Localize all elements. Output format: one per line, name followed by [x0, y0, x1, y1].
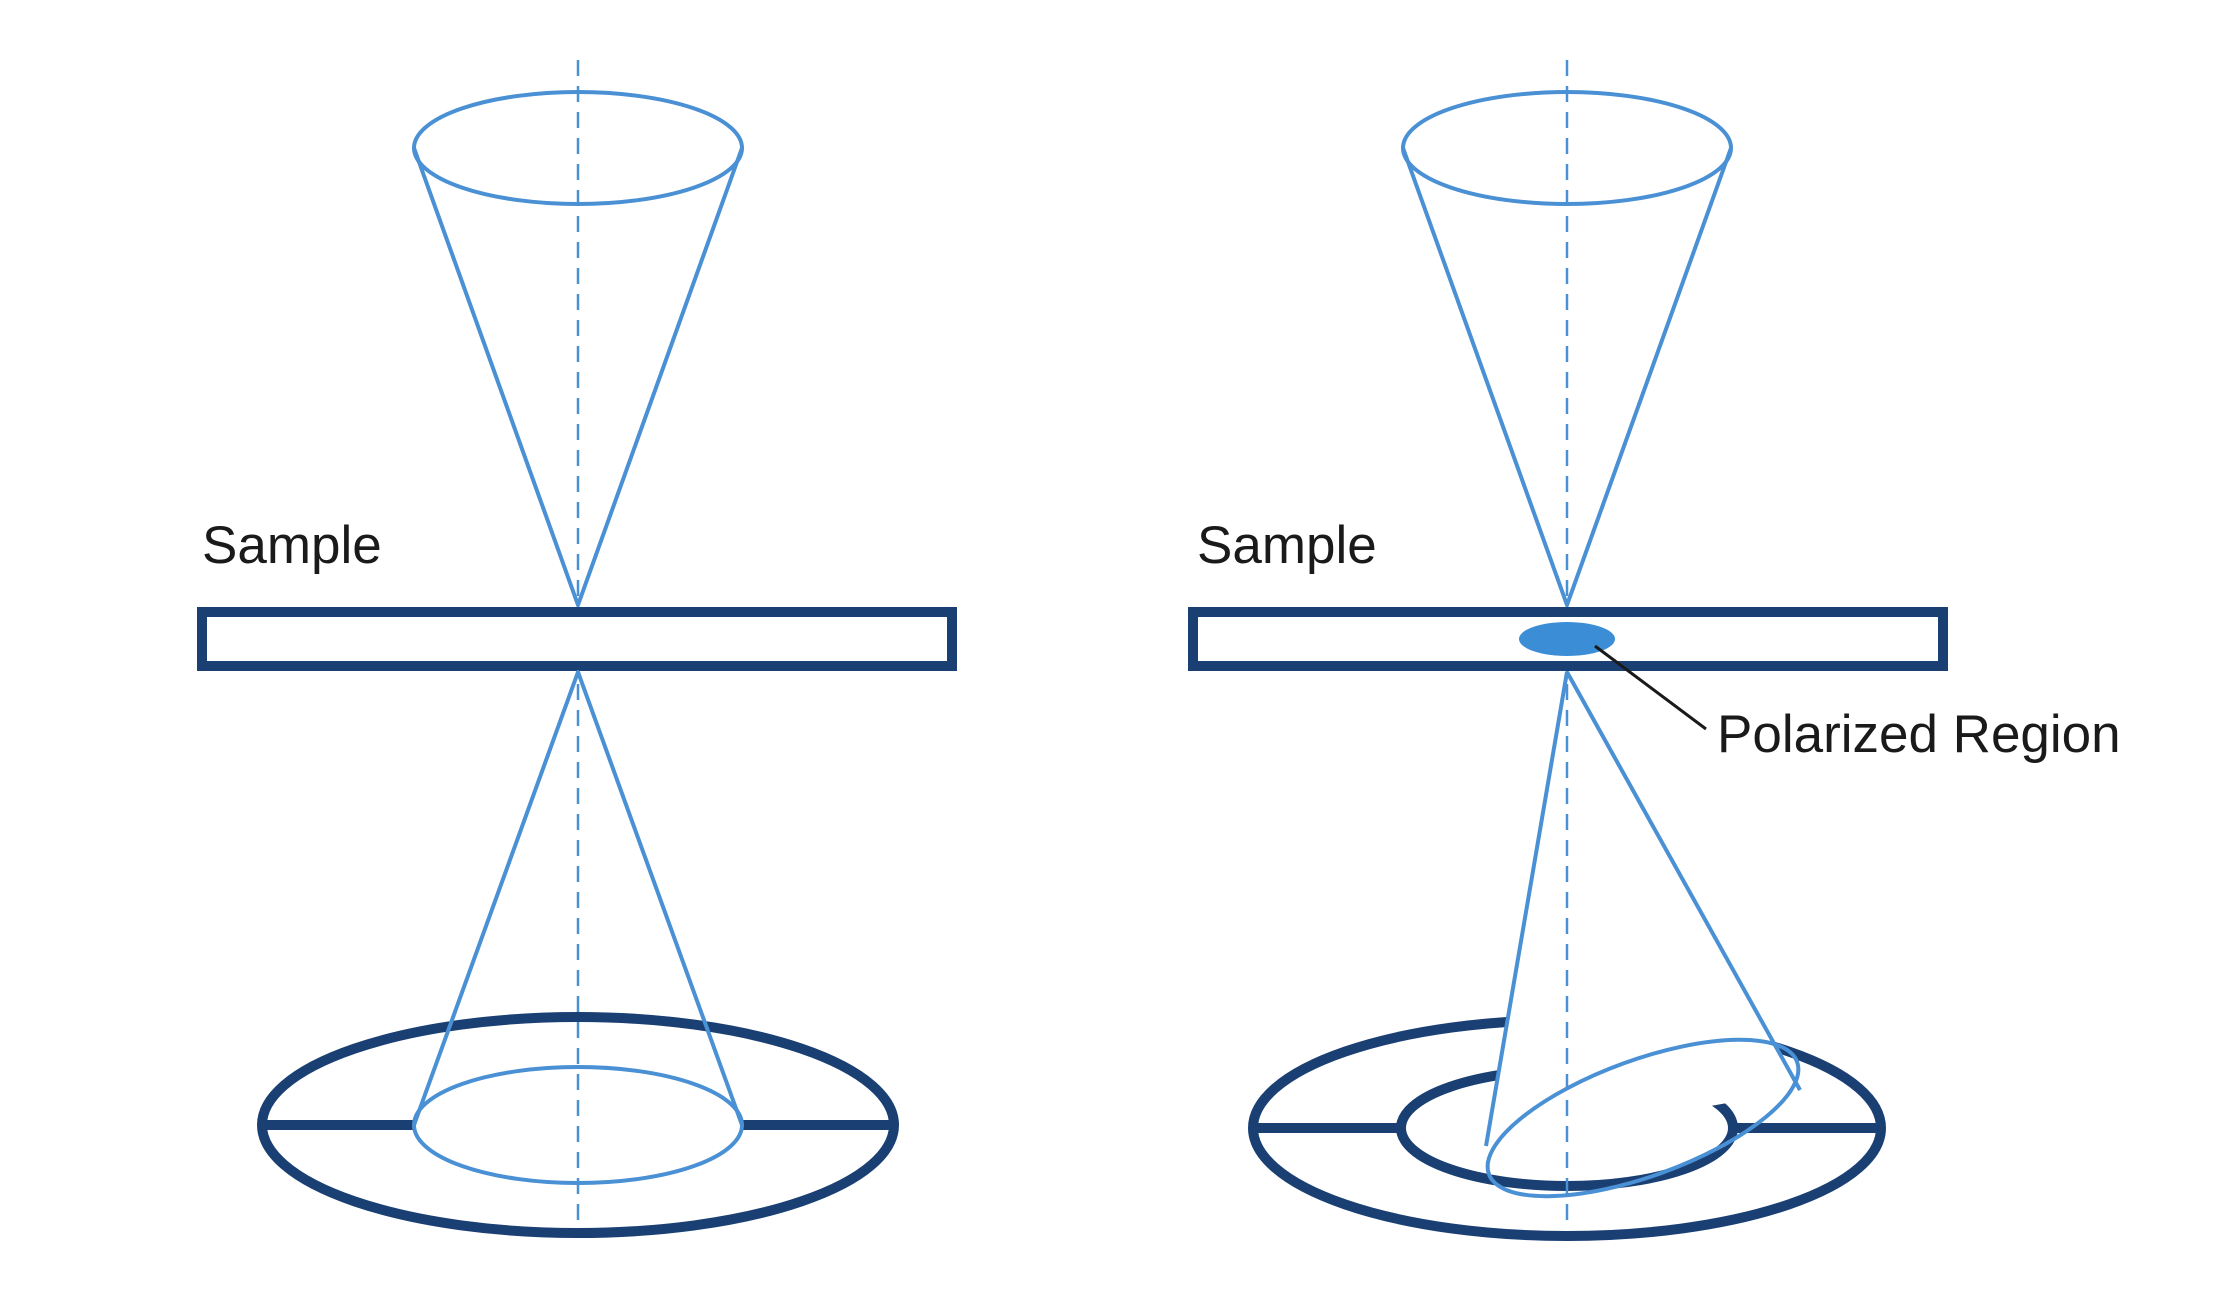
- right-tilted-cone-left-side: [1484, 671, 1569, 1147]
- right-tilted-cone-right-side: [1565, 671, 1802, 1091]
- left-transmitted-cone-sides: [412, 670, 744, 1126]
- right-panel: Sample Polarized Region: [1188, 60, 2121, 1241]
- left-transmitted-cone-base: [412, 1065, 744, 1185]
- polarized-region-leader-line: [1594, 644, 1707, 731]
- left-sample-label: Sample: [202, 516, 382, 575]
- right-sample-label: Sample: [1197, 516, 1377, 575]
- left-incident-cone-sides: [412, 147, 744, 607]
- right-tilted-cone-base: [1485, 1037, 1801, 1199]
- right-incident-cone-sides: [1401, 147, 1733, 607]
- polarized-region: [1519, 622, 1615, 656]
- right-tilted-cone: [1484, 671, 1802, 1199]
- left-panel: Sample: [197, 60, 957, 1238]
- right-tilted-cone-body: [1486, 672, 1800, 1146]
- left-sample-bar: [197, 607, 957, 671]
- polarized-region-label: Polarized Region: [1717, 705, 2121, 764]
